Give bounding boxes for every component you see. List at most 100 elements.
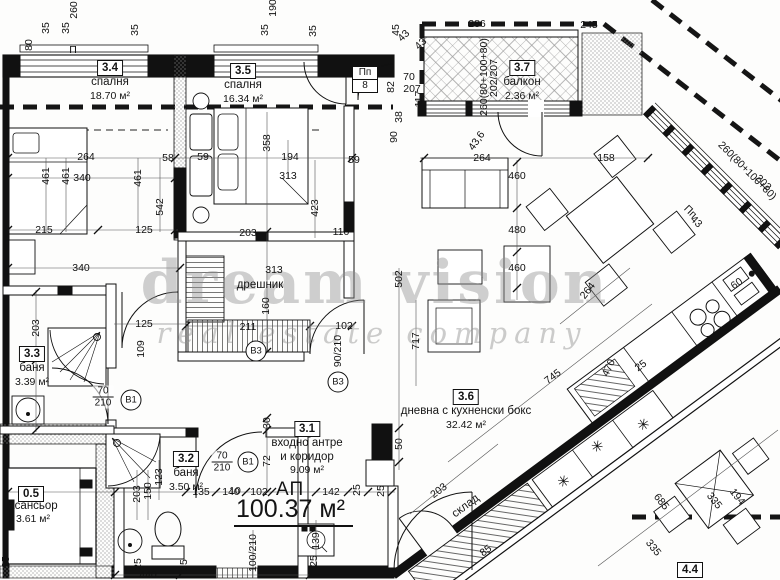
dimension-lines <box>8 112 779 578</box>
dimension-text: 264 <box>77 150 95 163</box>
room-name: баня <box>19 362 45 375</box>
dimension-text: 160 <box>259 297 272 315</box>
apartment-label: АП <box>276 479 305 500</box>
dimension-text: 264 <box>473 151 491 164</box>
dimension-text: 43,6 <box>466 129 488 153</box>
dimension-text: 215 <box>35 223 53 236</box>
dimension-text: 125 <box>135 223 153 236</box>
dimension-text: 35 <box>59 22 72 34</box>
dimension-text: 25 <box>350 484 363 496</box>
door-width: 70 <box>92 386 114 398</box>
room-label: 3.4 спалня 18.70 м² <box>90 58 130 102</box>
apartment-area: 100.37 м² <box>234 495 353 527</box>
dimension-text: 102 <box>335 319 353 332</box>
door-panel-number: 8 <box>353 79 377 92</box>
dimension-text: 109 <box>134 340 147 358</box>
dimension-text: 340 <box>72 261 90 274</box>
room-name: входно антре <box>271 437 343 450</box>
room-area: 16.34 м² <box>223 92 263 105</box>
dimension-text: 203 <box>239 226 257 239</box>
room-id-box: 3.7 <box>509 60 535 77</box>
dimension-text: 70 <box>403 70 415 83</box>
dimension-text: 100/210 <box>246 534 259 572</box>
dimension-text: 25 <box>307 555 320 567</box>
closet-wardrobes <box>185 255 311 353</box>
dimension-text: 194 <box>281 150 299 163</box>
dimension-text: 35 <box>128 24 141 36</box>
door-tag: В1 <box>237 451 259 473</box>
dimension-text: 60 <box>728 275 746 293</box>
room-name: спалня <box>224 79 262 92</box>
room-id-box: 3.5 <box>229 63 256 80</box>
room-id-box: 3.6 <box>452 389 479 406</box>
living-room-furniture <box>421 134 696 353</box>
dimension-text: 150 <box>141 482 154 500</box>
dimension-text: 461 <box>131 169 144 187</box>
door-height: 210 <box>94 397 112 409</box>
dimension-text: 59 <box>197 150 209 163</box>
door-panel-label: Пп <box>358 67 372 78</box>
dimension-text: 685 <box>651 491 672 513</box>
dimension-text: 245 <box>580 18 598 31</box>
room-label: 3.7 балкон 2.36 м² <box>503 58 541 102</box>
dimension-text: 10 <box>229 484 241 497</box>
room-area: 9.09 м² <box>289 463 325 476</box>
dimension-text: 260(80+100+80) <box>715 139 779 203</box>
dimension-text: 745 <box>542 366 564 387</box>
dimension-text: 90 <box>387 131 400 143</box>
dimension-text: 313 <box>279 169 297 182</box>
dimension-text: 460 <box>508 169 526 182</box>
room-name: дневна с кухненски бокс <box>400 405 532 418</box>
room-area: 3.50 м² <box>168 480 204 493</box>
door-panel-box: Пп 8 <box>352 66 378 93</box>
dimension-text: 72 <box>260 455 273 467</box>
room-id-box: 3.2 <box>172 451 199 468</box>
room-label: 3.1 входно антре и коридор 9.09 м² <box>271 419 343 476</box>
dimension-text: 358 <box>260 134 273 152</box>
dimension-text: 125 <box>135 317 153 330</box>
room-name-line2: и коридор <box>280 450 334 463</box>
door-width: 70 <box>211 451 233 463</box>
dimension-text: 90/210 <box>331 334 344 368</box>
room-label: 3.6 дневна с кухненски бокс 32.42 м² <box>400 387 532 431</box>
dimension-text: 423 <box>308 199 321 217</box>
dimension-text: 461 <box>59 167 72 185</box>
storage-and-kitchen-strip: ✳ ✳ ✳ <box>390 252 780 580</box>
dimension-text: 335 <box>643 537 664 559</box>
room-id-box: 4.4 <box>677 562 703 579</box>
dimension-text: 80 <box>22 39 35 51</box>
dimension-text: 82 <box>384 81 397 93</box>
dim-ticks <box>3 153 653 580</box>
room-label: 3.2 баня 3.50 м² <box>169 449 203 493</box>
room-id-box: 0.5 <box>18 486 44 503</box>
dimension-text: 30 <box>260 417 273 429</box>
dimension-text: 25 <box>177 559 190 571</box>
dimension-text: 43 <box>412 35 430 53</box>
room-label: асансьор 3.61 м² <box>8 500 57 526</box>
dimension-text: 35 <box>306 25 319 37</box>
bedroom-35-furniture <box>189 92 309 224</box>
dimension-text: 110 <box>332 225 350 238</box>
watermark-title: dream vision <box>140 248 610 318</box>
room-label: 4.4 <box>677 560 703 579</box>
dimension-text: 203 <box>29 319 42 337</box>
right-window-wall <box>643 102 780 250</box>
room-label: 0.5 <box>18 484 44 503</box>
dimension-text: 35 <box>39 22 52 34</box>
room-label: 3.5 спалня 16.34 м² <box>223 61 263 105</box>
dimension-text: 335 <box>704 490 725 512</box>
room-id-box: 3.1 <box>294 421 320 438</box>
dimension-text: 38 <box>392 111 405 123</box>
watermark-subtitle: real estate company <box>156 316 588 350</box>
room-label: склад <box>450 492 483 521</box>
door-height: 210 <box>213 462 231 474</box>
dimension-text: 142 <box>322 485 340 498</box>
room-area: 2.36 м² <box>504 89 540 102</box>
dimension-text: 25 <box>0 556 12 568</box>
dimension-text: 440 <box>139 568 157 580</box>
dimension-text: 460 <box>508 261 526 274</box>
dimension-text: 194 <box>727 486 748 508</box>
